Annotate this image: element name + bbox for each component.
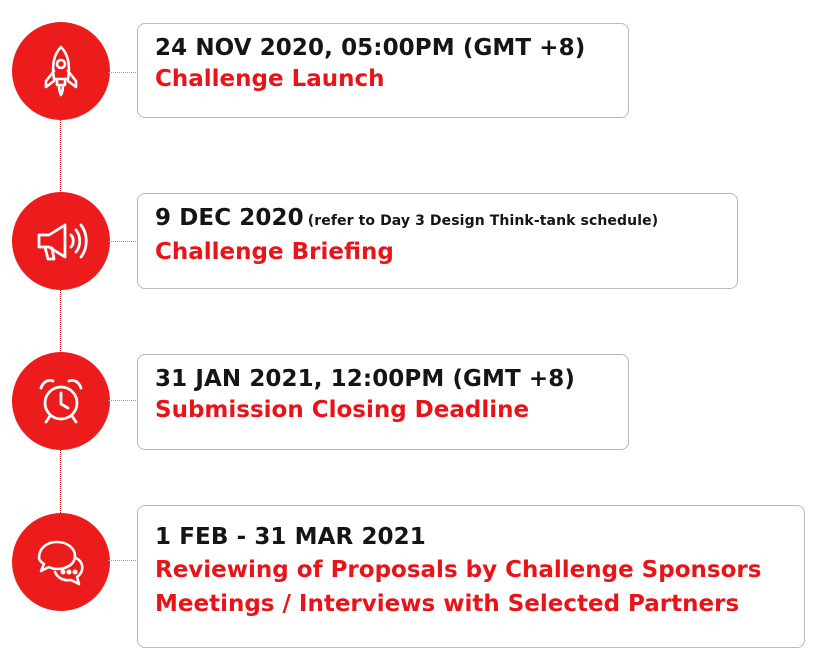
event-date-row: 9 DEC 2020(refer to Day 3 Design Think-t… [155, 203, 737, 236]
rocket-icon [12, 22, 110, 120]
event-card: 31 JAN 2021, 12:00PM (GMT +8) Submission… [137, 354, 629, 450]
event-card: 24 NOV 2020, 05:00PM (GMT +8) Challenge … [137, 23, 629, 118]
timeline-connector-line [60, 70, 61, 565]
event-title: Reviewing of Proposals by Challenge Spon… [155, 557, 762, 583]
event-card: 1 FEB - 31 MAR 2021 Reviewing of Proposa… [137, 505, 805, 648]
chat-bubbles-icon [12, 513, 110, 611]
event-connector [108, 400, 138, 401]
event-date: 24 NOV 2020, 05:00PM (GMT +8) [155, 35, 586, 61]
event-date: 31 JAN 2021, 12:00PM (GMT +8) [155, 366, 576, 392]
event-connector [108, 72, 138, 73]
event-date: 9 DEC 2020 [155, 205, 304, 231]
event-title: Challenge Launch [155, 66, 385, 92]
event-connector [108, 560, 138, 561]
event-title: Meetings / Interviews with Selected Part… [155, 591, 740, 617]
event-title: Submission Closing Deadline [155, 397, 530, 423]
event-note: (refer to Day 3 Design Think-tank schedu… [307, 213, 659, 229]
alarm-clock-icon [12, 352, 110, 450]
event-title: Challenge Briefing [155, 239, 394, 265]
event-card: 9 DEC 2020(refer to Day 3 Design Think-t… [137, 193, 738, 289]
event-date: 1 FEB - 31 MAR 2021 [155, 524, 426, 550]
event-connector [108, 241, 138, 242]
megaphone-icon [12, 192, 110, 290]
